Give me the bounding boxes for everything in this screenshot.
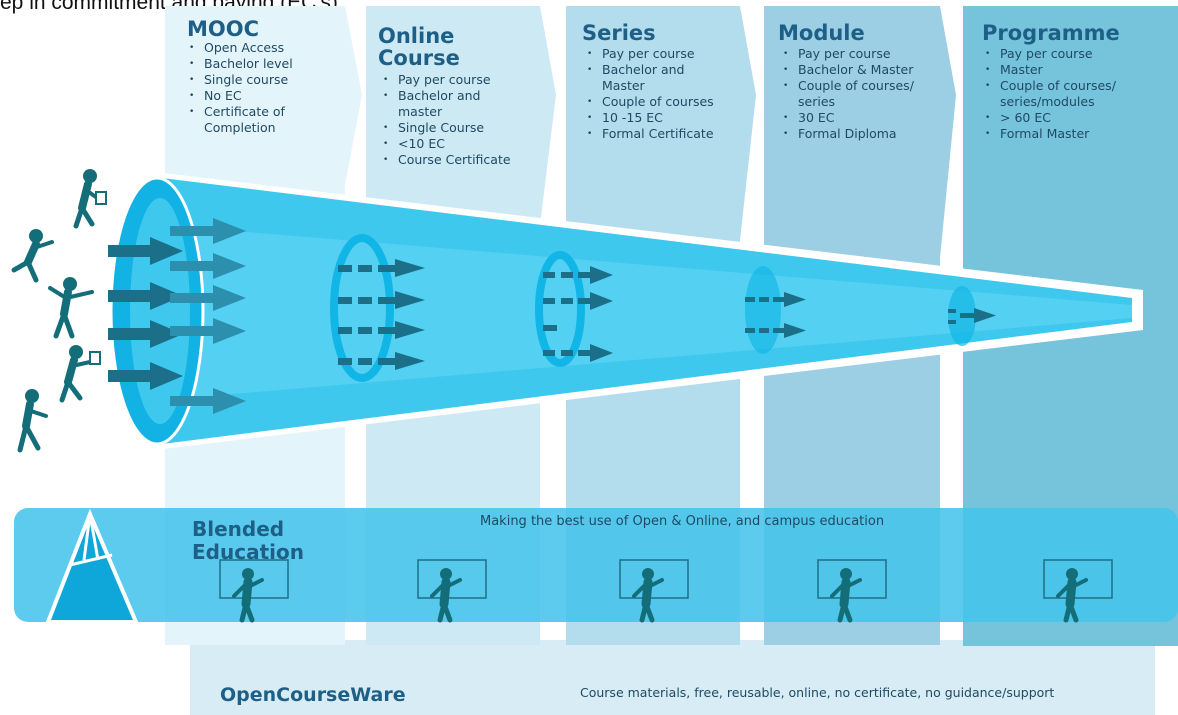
blended-education-title: Blended Education — [192, 517, 304, 564]
ocw-text: Course materials, free, reusable, online… — [580, 685, 1055, 700]
stage-item: 30 EC — [780, 110, 914, 126]
stage-item: Single Course — [380, 120, 511, 136]
series-ring — [535, 251, 585, 367]
runner-figure — [17, 389, 48, 453]
stage-item: Master — [982, 62, 1116, 78]
arrows-online-course — [338, 259, 425, 370]
module-ring — [745, 266, 781, 354]
blended-triangle-icon — [45, 508, 140, 624]
online-course-ring — [330, 234, 394, 382]
runner-figure — [11, 229, 54, 283]
presenter-figures — [219, 559, 1113, 623]
stage-item: > 60 EC — [982, 110, 1116, 126]
stage-item: Pay per course — [584, 46, 714, 62]
presenter-figure-mooc — [219, 559, 289, 623]
ocw-band — [190, 640, 1155, 715]
blended-band — [14, 508, 1178, 622]
stage-list-module: Pay per course Bachelor & Master Couple … — [780, 46, 914, 142]
runner-figure — [48, 277, 94, 339]
stage-title-series: Series — [582, 21, 656, 45]
blended-education-text: Making the best use of Open & Online, an… — [480, 514, 885, 529]
stage-item: Formal Diploma — [780, 126, 914, 142]
arrows-mooc — [108, 218, 246, 414]
running-figures — [11, 169, 107, 453]
stage-item: Bachelor level — [186, 56, 293, 72]
runner-figure — [59, 345, 101, 403]
runner-figure — [73, 169, 107, 229]
stage-item: Pay per course — [780, 46, 914, 62]
arrows-module — [745, 292, 806, 338]
arrows-programme — [948, 308, 996, 324]
presenter-figure-module — [817, 559, 887, 623]
arrows-series — [543, 266, 613, 362]
stage-list-mooc: Open Access Bachelor level Single course… — [186, 40, 293, 136]
stage-list-programme: Pay per course Master Couple of courses/… — [982, 46, 1116, 142]
stage-item: Couple of courses — [584, 94, 714, 110]
stage-item: <10 EC — [380, 136, 511, 152]
stage-item: Couple of courses/ series/modules — [982, 78, 1116, 110]
stage-item: Single course — [186, 72, 293, 88]
stage-item: Bachelor and Master — [584, 62, 714, 94]
stage-item: No EC — [186, 88, 293, 104]
presenter-figure-series — [619, 559, 689, 623]
stage-item: Pay per course — [380, 72, 511, 88]
stage-title-programme: Programme — [982, 21, 1120, 45]
stage-item: Course Certificate — [380, 152, 511, 168]
stage-item: Couple of courses/ series — [780, 78, 914, 110]
stage-item: Formal Master — [982, 126, 1116, 142]
stage-list-series: Pay per course Bachelor and Master Coupl… — [584, 46, 714, 142]
ocw-title: OpenCourseWare — [220, 684, 406, 706]
stage-item: 10 -15 EC — [584, 110, 714, 126]
stage-item: Bachelor and master — [380, 88, 511, 120]
presenter-figure-online-course — [417, 559, 487, 623]
stage-item: Formal Certificate — [584, 126, 714, 142]
stage-item: Certificate of Completion — [186, 104, 293, 136]
stage-item: Bachelor & Master — [780, 62, 914, 78]
stage-list-online-course: Pay per course Bachelor and master Singl… — [380, 72, 511, 168]
stage-title-module: Module — [778, 21, 865, 45]
stage-item: Pay per course — [982, 46, 1116, 62]
stage-title-online-course: Online Course — [378, 24, 460, 70]
stage-title-mooc: MOOC — [187, 17, 260, 41]
stage-item: Open Access — [186, 40, 293, 56]
presenter-figure-programme — [1043, 559, 1113, 623]
